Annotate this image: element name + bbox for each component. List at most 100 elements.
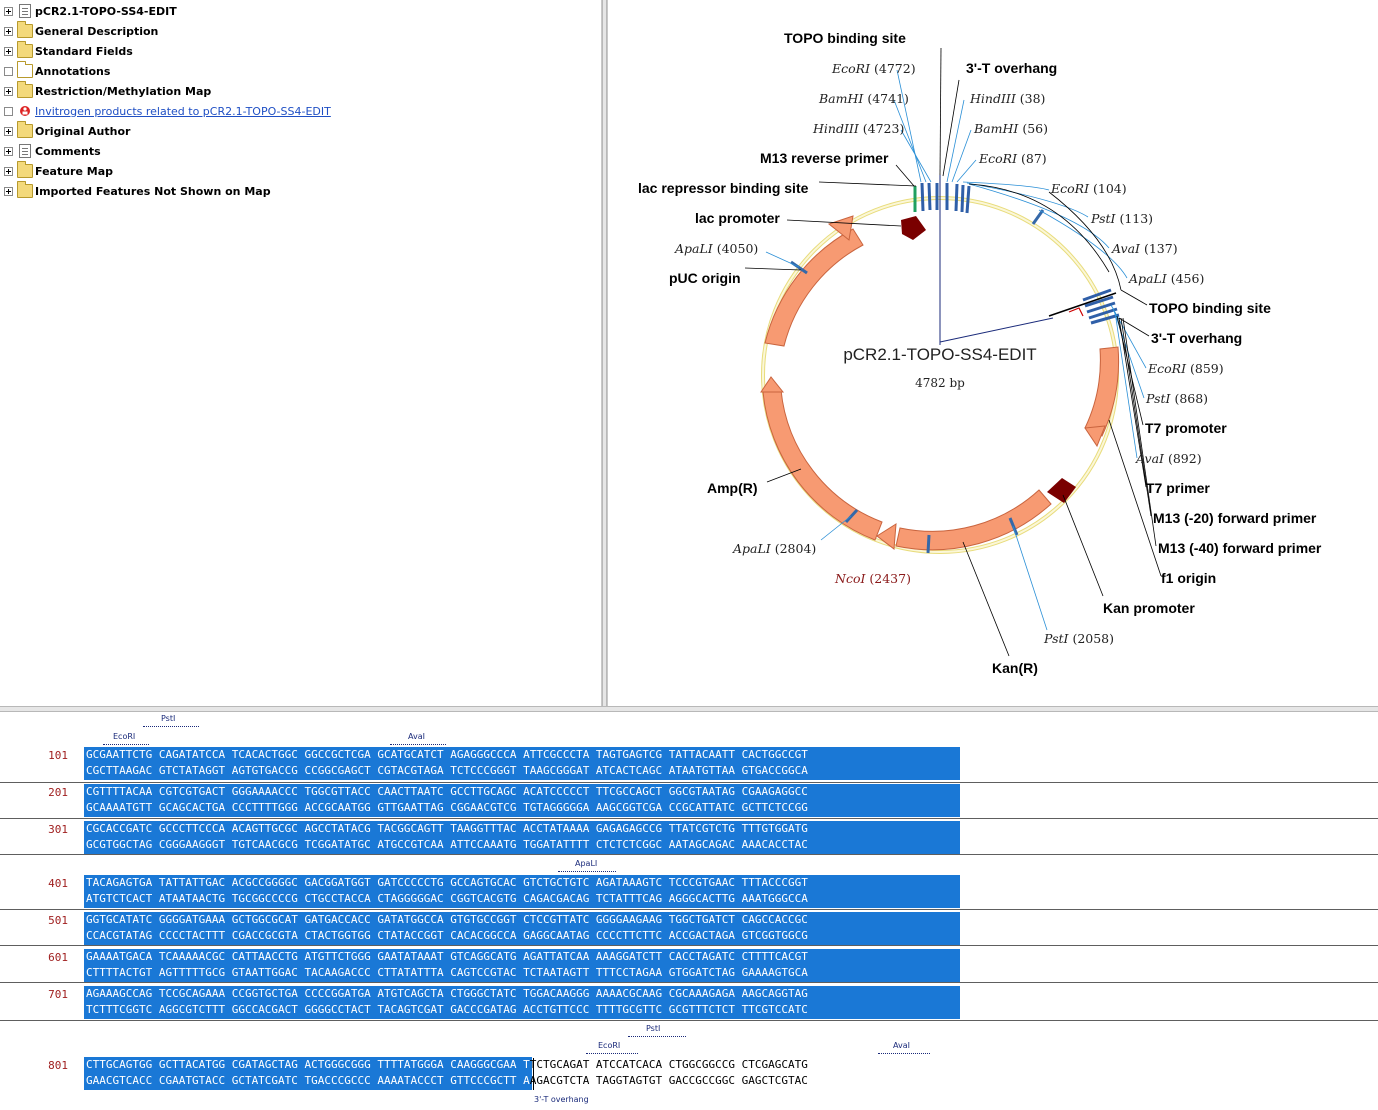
expand-icon[interactable]	[4, 186, 13, 196]
label-kan-promoter[interactable]: Kan promoter	[1103, 600, 1195, 616]
annotation-avai[interactable]: AvaI	[893, 1041, 910, 1050]
feature-puc-origin[interactable]	[764, 228, 864, 347]
annotation-ecori[interactable]: EcoRI	[598, 1041, 621, 1050]
site-hindiii-4723[interactable]: HindIII (4723)	[812, 121, 904, 136]
annotation-ecori[interactable]: EcoRI	[113, 732, 136, 741]
selection-highlight	[84, 821, 960, 854]
site-apali-2804[interactable]: ApaLI (2804)	[732, 541, 816, 556]
site-bamhi-4741[interactable]: BamHI (4741)	[818, 91, 909, 106]
seq-bottom-strand[interactable]: CTTTTACTGT AGTTTTTGCG GTAATTGGAC TACAAGA…	[86, 966, 808, 979]
seq-bottom-strand[interactable]: CCACGTATAG CCCCTACTTT CGACCGCGTA CTACTGG…	[86, 929, 808, 942]
feature-kan-promoter[interactable]	[1047, 478, 1076, 503]
tree-item-imported-features[interactable]: Imported Features Not Shown on Map	[4, 181, 271, 201]
site-ecori-4772[interactable]: EcoRI (4772)	[831, 61, 916, 76]
label-f1-origin[interactable]: f1 origin	[1161, 570, 1216, 586]
seq-bottom-strand[interactable]: GAACGTCACC CGAATGTACC GCTATCGATC TGACCCG…	[530, 1074, 808, 1087]
tree-item-invitrogen-products[interactable]: Invitrogen products related to pCR2.1-TO…	[4, 101, 331, 121]
seq-top-strand[interactable]: CTTGCAGTGG GCTTACATGG CGATAGCTAG ACTGGGC…	[86, 1058, 530, 1071]
label-topo-top[interactable]: TOPO binding site	[784, 30, 906, 46]
label-3t-top[interactable]: 3'-T overhang	[966, 60, 1057, 76]
label-3t-right[interactable]: 3'-T overhang	[1151, 330, 1242, 346]
expand-icon[interactable]	[4, 166, 13, 176]
label-kanr[interactable]: Kan(R)	[992, 660, 1038, 676]
tree-item-comments[interactable]: Comments	[4, 141, 101, 161]
site-psti-868[interactable]: PstI (868)	[1145, 391, 1208, 406]
expand-icon[interactable]	[4, 26, 13, 36]
tree-item-restriction-map[interactable]: Restriction/Methylation Map	[4, 81, 211, 101]
site-avai-892[interactable]: AvaI (892)	[1135, 451, 1202, 466]
expand-icon[interactable]	[4, 6, 13, 16]
feature-f1-origin[interactable]	[1084, 346, 1120, 437]
folder-icon	[17, 161, 33, 178]
plasmid-map[interactable]: pCR2.1-TOPO-SS4-EDIT 4782 bp	[608, 0, 1378, 706]
tree-item-label: Original Author	[35, 124, 131, 138]
expand-icon[interactable]	[4, 146, 13, 156]
tree-item-annotations[interactable]: Annotations	[4, 61, 110, 81]
site-ecori-87[interactable]: EcoRI (87)	[978, 151, 1047, 166]
site-ncoi-2437[interactable]: NcoI (2437)	[834, 571, 911, 586]
seq-top-strand[interactable]: CGTTTTACAA CGTCGTGACT GGGAAAACCC TGGCGTT…	[86, 785, 808, 798]
seq-bottom-strand[interactable]: ATGTCTCACT ATAATAACTG TGCGGCCCCG CTGCCTA…	[86, 892, 808, 905]
label-lac-repressor[interactable]: lac repressor binding site	[638, 180, 809, 196]
label-lac-promoter[interactable]: lac promoter	[695, 210, 780, 226]
annotation-avai[interactable]: AvaI	[408, 732, 425, 741]
site-hindiii-38[interactable]: HindIII (38)	[969, 91, 1045, 106]
tree-item-general-description[interactable]: General Description	[4, 21, 158, 41]
site-ecori-104[interactable]: EcoRI (104)	[1050, 181, 1127, 196]
feature-kan[interactable]	[895, 489, 1052, 551]
expand-icon[interactable]	[4, 86, 13, 96]
site-apali-456[interactable]: ApaLI (456)	[1128, 271, 1204, 286]
seq-bottom-strand[interactable]: TCTTTCGGTC AGGCGTCTTT GGCCACGACT GGGGCCT…	[86, 1003, 808, 1016]
site-avai-137[interactable]: AvaI (137)	[1111, 241, 1178, 256]
annotation-avai-mark	[390, 741, 446, 745]
annotation-apali-mark	[558, 868, 616, 872]
feature-lac-promoter[interactable]	[901, 216, 926, 240]
sequence-pane[interactable]: EcoRI PstI AvaI 101 GCGAATTCTG CAGATATCC…	[0, 712, 1378, 1110]
label-m13-40[interactable]: M13 (-40) forward primer	[1158, 540, 1322, 556]
annotation-psti[interactable]: PstI	[161, 714, 176, 723]
horizontal-splitter[interactable]	[0, 706, 1378, 712]
annotation-apali[interactable]: ApaLI	[575, 859, 598, 868]
expand-icon[interactable]	[4, 46, 13, 56]
expand-icon[interactable]	[4, 126, 13, 136]
label-t7-promoter[interactable]: T7 promoter	[1145, 420, 1227, 436]
feature-leaders	[744, 47, 1162, 657]
tree-item-root[interactable]: pCR2.1-TOPO-SS4-EDIT	[4, 1, 177, 21]
tree-item-standard-fields[interactable]: Standard Fields	[4, 41, 133, 61]
vertical-splitter[interactable]	[602, 0, 607, 706]
label-m13-reverse[interactable]: M13 reverse primer	[760, 150, 889, 166]
seq-top-strand[interactable]: TACAGAGTGA TATTATTGAC ACGCCGGGGC GACGGAT…	[86, 876, 808, 889]
site-ecori-859[interactable]: EcoRI (859)	[1147, 361, 1224, 376]
doc-icon	[19, 4, 31, 18]
seq-bottom-strand[interactable]: GCAAAATGTT GCAGCACTGA CCCTTTTGGG ACCGCAA…	[86, 801, 808, 814]
label-m13-20[interactable]: M13 (-20) forward primer	[1153, 510, 1317, 526]
seq-top-strand[interactable]: GAAAATGACA TCAAAAACGC CATTAACCTG ATGTTCT…	[86, 950, 808, 963]
site-psti-113[interactable]: PstI (113)	[1090, 211, 1153, 226]
seq-bottom-strand[interactable]: GCGTGGCTAG CGGGAAGGGT TGTCAACGCG TCGGATA…	[86, 838, 808, 851]
seq-top-strand[interactable]: AGAAAGCCAG TCCGCAGAAA CCGGTGCTGA CCCCGGA…	[86, 987, 808, 1000]
tree-item-label: Imported Features Not Shown on Map	[35, 184, 271, 198]
plasmid-name: pCR2.1-TOPO-SS4-EDIT	[843, 345, 1036, 364]
seq-bottom-strand[interactable]: CGCTTAAGAC GTCTATAGGT AGTGTGACCG CCGGCGA…	[86, 764, 808, 777]
seq-top-strand[interactable]: GCGAATTCTG CAGATATCCA TCACACTGGC GGCCGCT…	[86, 748, 808, 761]
label-ampr[interactable]: Amp(R)	[707, 480, 758, 496]
site-psti-2058[interactable]: PstI (2058)	[1043, 631, 1114, 646]
annotation-ecori-mark	[586, 1050, 638, 1054]
seq-top-strand[interactable]: CTTGCAGTGG GCTTACATGG CGATAGCTAG ACTGGGC…	[530, 1058, 808, 1071]
row-divider	[0, 945, 1378, 946]
annotation-psti[interactable]: PstI	[646, 1024, 661, 1033]
annotation-3t-overhang[interactable]: 3'-T overhang	[534, 1095, 589, 1104]
seq-top-strand[interactable]: GGTGCATATC GGGGATGAAA GCTGGCGCAT GATGACC…	[86, 913, 808, 926]
seq-bottom-strand[interactable]: GAACGTCACC CGAATGTACC GCTATCGATC TGACCCG…	[86, 1074, 530, 1087]
tree-item-original-author[interactable]: Original Author	[4, 121, 130, 141]
label-topo-right[interactable]: TOPO binding site	[1149, 300, 1271, 316]
tree-item-feature-map[interactable]: Feature Map	[4, 161, 113, 181]
seq-top-strand[interactable]: CGCACCGATC GCCCTTCCCA ACAGTTGCGC AGCCTAT…	[86, 822, 808, 835]
feature-amp[interactable]	[762, 389, 883, 541]
site-apali-4050[interactable]: ApaLI (4050)	[674, 241, 758, 256]
label-t7-primer[interactable]: T7 primer	[1146, 480, 1210, 496]
tree-item-label: Standard Fields	[35, 44, 133, 58]
site-bamhi-56[interactable]: BamHI (56)	[973, 121, 1048, 136]
label-puc-origin[interactable]: pUC origin	[669, 270, 741, 286]
invitrogen-link[interactable]: Invitrogen products related to pCR2.1-TO…	[35, 104, 331, 118]
